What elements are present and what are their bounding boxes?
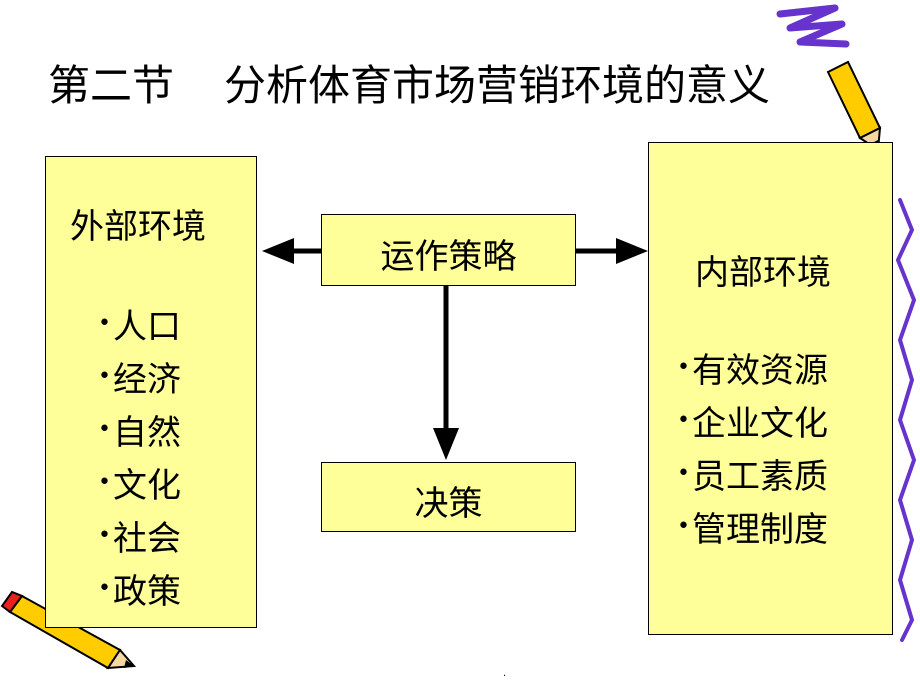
decision-box: 决策 [321,462,576,532]
bullet-icon: • [677,355,690,380]
list-item: •社会 [98,511,181,564]
title-main: 分析体育市场营销环境的意义 [224,61,771,110]
list-item-label: 管理制度 [691,510,828,550]
arrow-to-internal [576,238,648,264]
strategy-box: 运作策略 [321,214,576,286]
list-item-label: 有效资源 [691,351,828,391]
page-title: 第二节分析体育市场营销环境的意义 [48,56,770,116]
bullet-icon: • [677,461,690,486]
scribble-top-right [776,4,850,48]
list-item-label: 企业文化 [691,404,828,444]
bullet-icon: • [98,523,111,548]
list-item: •企业文化 [677,396,828,449]
internal-environment-box: 内部环境 •有效资源•企业文化•员工素质•管理制度 [648,142,893,635]
bullet-icon: • [677,408,690,433]
list-item: •经济 [98,352,181,405]
list-item: •自然 [98,405,181,458]
page-marker: . [503,668,507,679]
list-item: •管理制度 [677,502,828,555]
list-item-label: 经济 [112,360,181,400]
list-item: •文化 [98,458,181,511]
decision-label: 决策 [414,484,483,524]
arrow-to-external [262,238,321,264]
external-factor-list: •人口•经济•自然•文化•社会•政策 [98,299,181,617]
arrow-to-decision [433,286,459,460]
list-item: •政策 [98,564,181,617]
pencil-icon-bottom-left [0,590,137,670]
list-item-label: 社会 [112,519,181,559]
bullet-icon: • [98,364,111,389]
internal-factor-list: •有效资源•企业文化•员工素质•管理制度 [677,343,828,555]
list-item-label: 人口 [112,307,181,347]
list-item: •有效资源 [677,343,828,396]
external-heading: 外部环境 [70,207,206,247]
pencil-icon-top-right [826,60,882,152]
bullet-icon: • [98,470,111,495]
bullet-icon: • [98,576,111,601]
internal-heading: 内部环境 [695,253,831,293]
list-item: •员工素质 [677,449,828,502]
external-environment-box: 外部环境 •人口•经济•自然•文化•社会•政策 [45,156,257,628]
list-item-label: 文化 [112,466,181,506]
scribble-right-edge [895,198,917,642]
bullet-icon: • [677,514,690,539]
section-label: 第二节 [48,61,175,110]
list-item-label: 自然 [112,413,181,453]
list-item: •人口 [98,299,181,352]
bullet-icon: • [98,311,111,336]
strategy-label: 运作策略 [380,237,517,277]
list-item-label: 员工素质 [691,457,828,497]
bullet-icon: • [98,417,111,442]
list-item-label: 政策 [112,572,181,612]
